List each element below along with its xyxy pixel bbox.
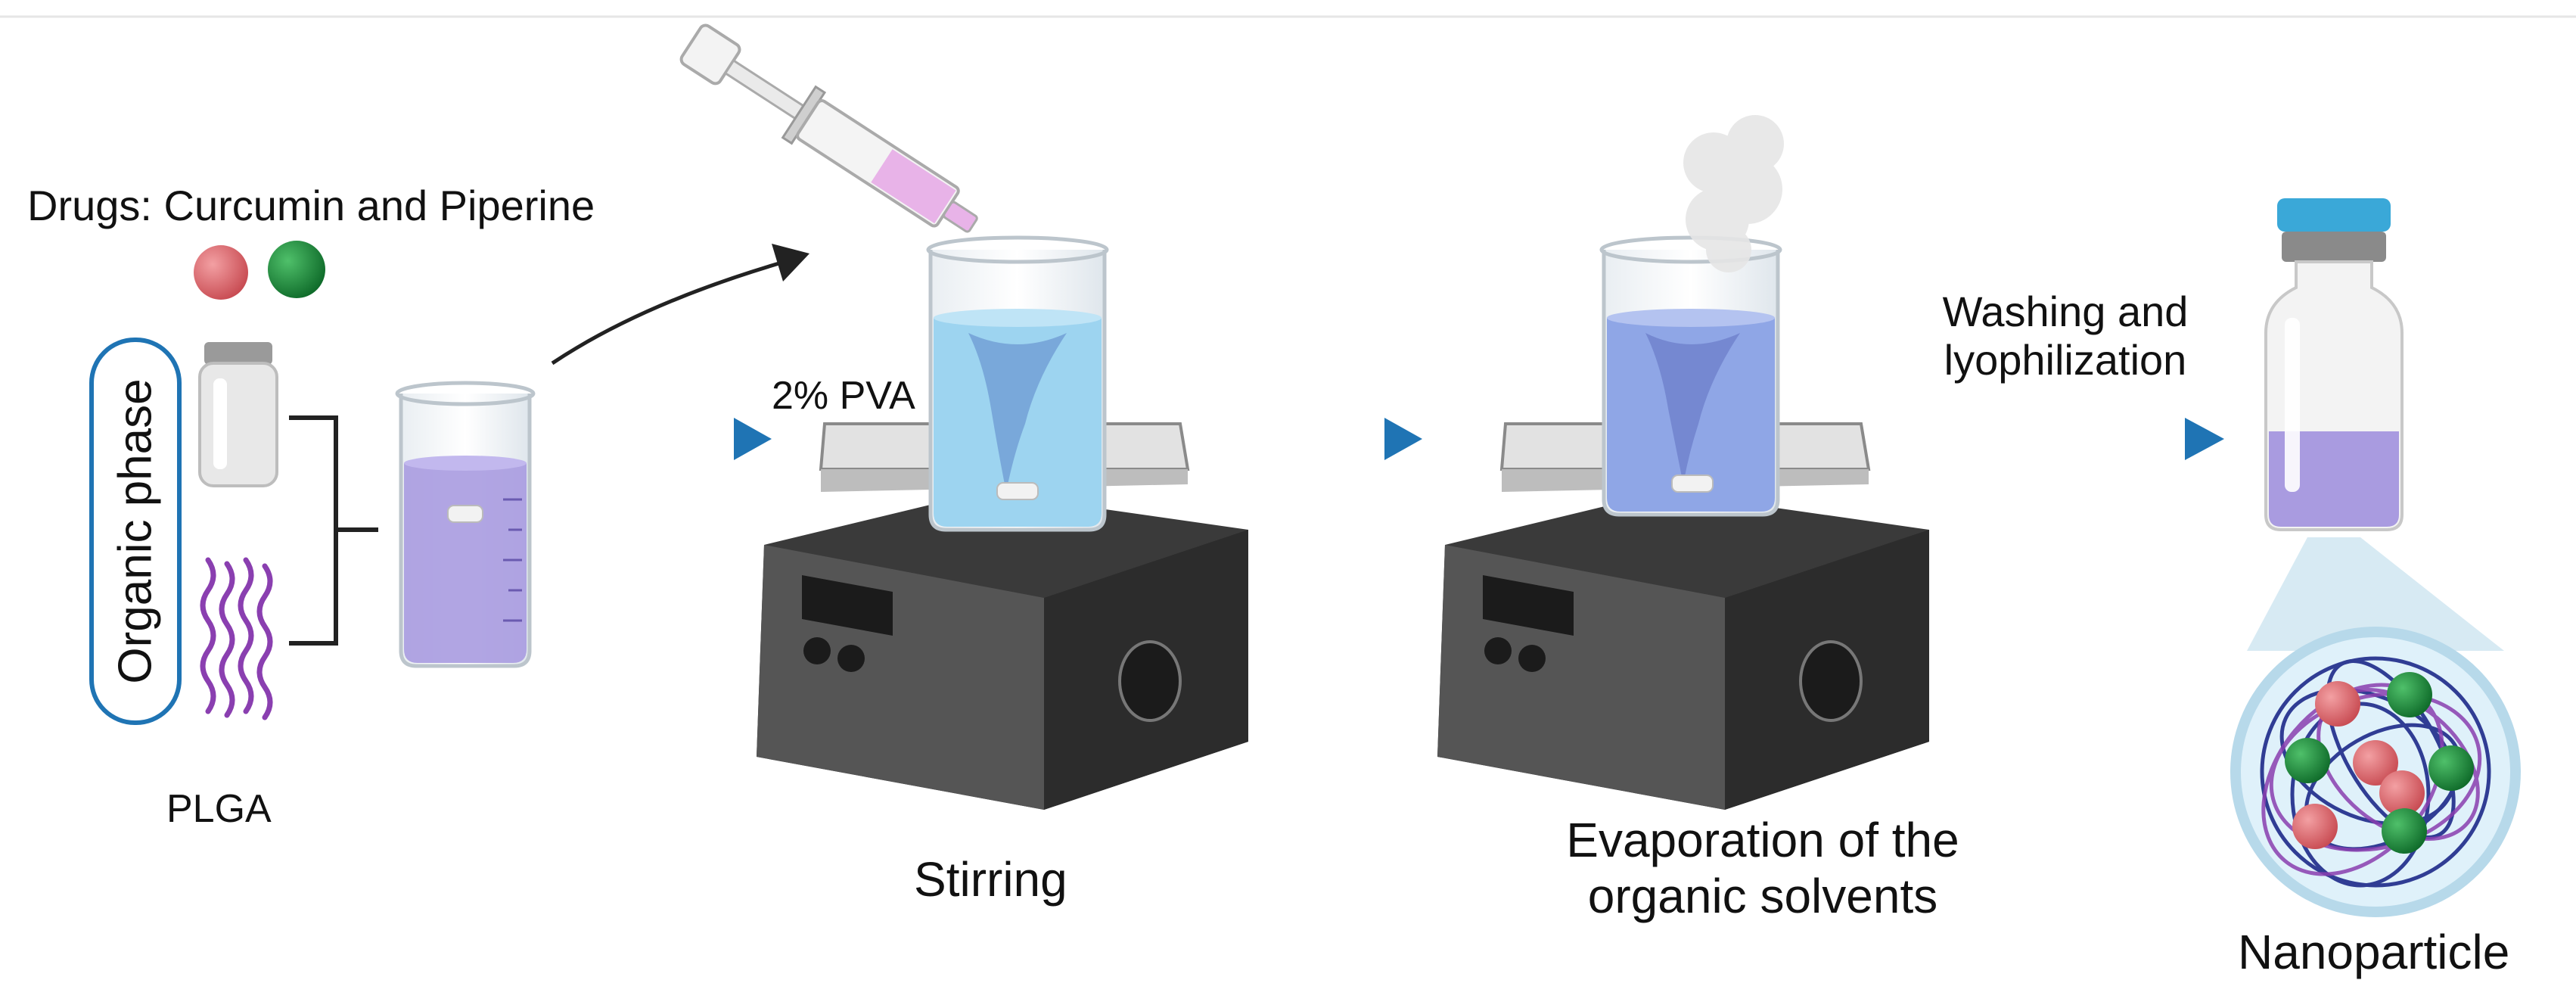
pva-beaker-icon <box>926 235 1109 532</box>
syringe-icon <box>679 23 978 233</box>
evaporation-beaker-icon <box>1599 235 1782 517</box>
organic-phase-label-frame: Organic phase <box>89 338 182 725</box>
stirring-label: Stirring <box>914 852 1067 907</box>
step-arrow-1-head <box>734 418 772 460</box>
organic-phase-beaker-icon <box>395 381 536 668</box>
plga-polymer-icon <box>200 557 273 720</box>
hotplate-1-icon <box>757 422 1248 810</box>
curcumin-ball-icon <box>194 245 248 300</box>
magnify-cone <box>2247 537 2504 651</box>
vapor-icon <box>1683 115 1784 272</box>
plga-label: PLGA <box>166 787 272 831</box>
step-arrow-3-head <box>2185 418 2224 460</box>
organic-phase-label: Organic phase <box>109 378 162 684</box>
merge-bracket <box>289 415 378 646</box>
nanoparticle-label: Nanoparticle <box>2238 925 2510 979</box>
nanoparticle-closeup-icon <box>2230 627 2521 917</box>
transfer-arrow <box>551 259 788 366</box>
step-arrow-2-head <box>1384 418 1422 460</box>
piperine-ball-icon <box>268 241 325 298</box>
transfer-arrowhead <box>772 244 809 282</box>
washing-label: Washing and lyophilization <box>1942 288 2189 384</box>
nanoparticle-vial-icon <box>2264 198 2404 531</box>
organic-vial-icon <box>198 342 278 487</box>
evaporation-label: Evaporation of the organic solvents <box>1566 813 1959 923</box>
pva-label: 2% PVA <box>772 374 915 418</box>
drugs-label: Drugs: Curcumin and Piperine <box>27 182 595 229</box>
